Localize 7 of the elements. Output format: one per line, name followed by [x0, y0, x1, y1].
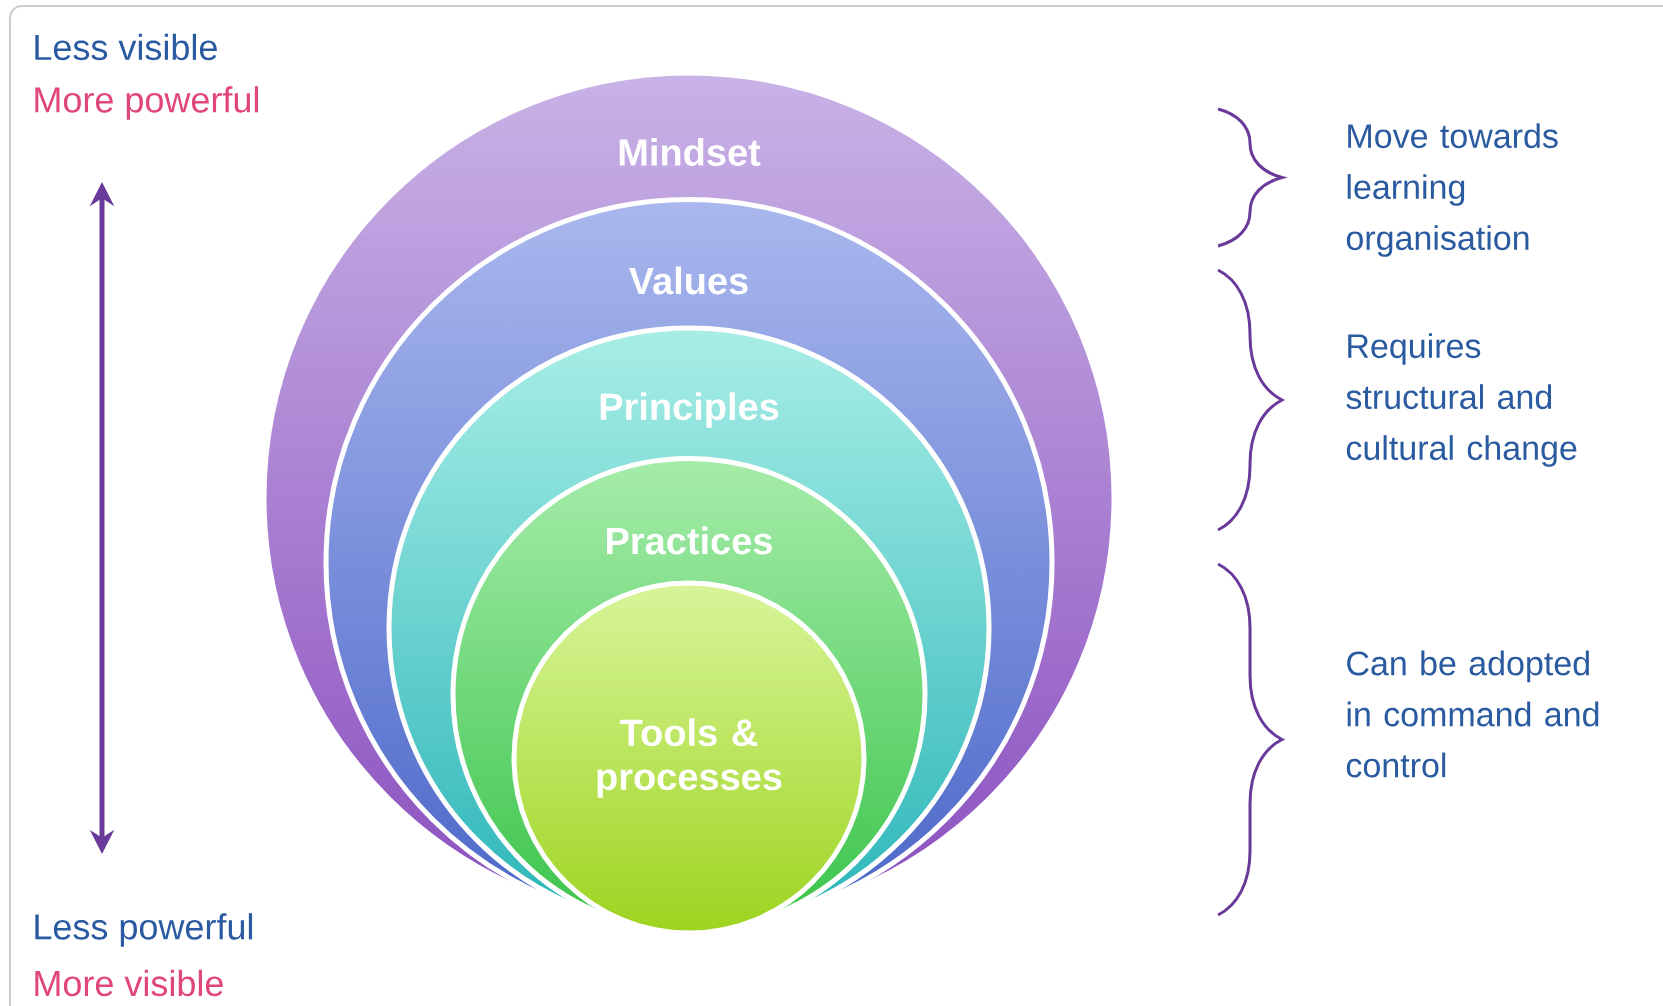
- axis-label: More visible: [35, 969, 223, 997]
- side-note: Can be adopted in command and control: [1346, 650, 1599, 778]
- axis-label: More powerful: [35, 86, 258, 120]
- side-note: Requires structural and cultural change: [1346, 333, 1577, 467]
- side-note: Move towards learning organisation: [1346, 123, 1558, 257]
- axis-label: Less visible: [35, 33, 217, 61]
- axis-label: Less powerful: [35, 913, 253, 947]
